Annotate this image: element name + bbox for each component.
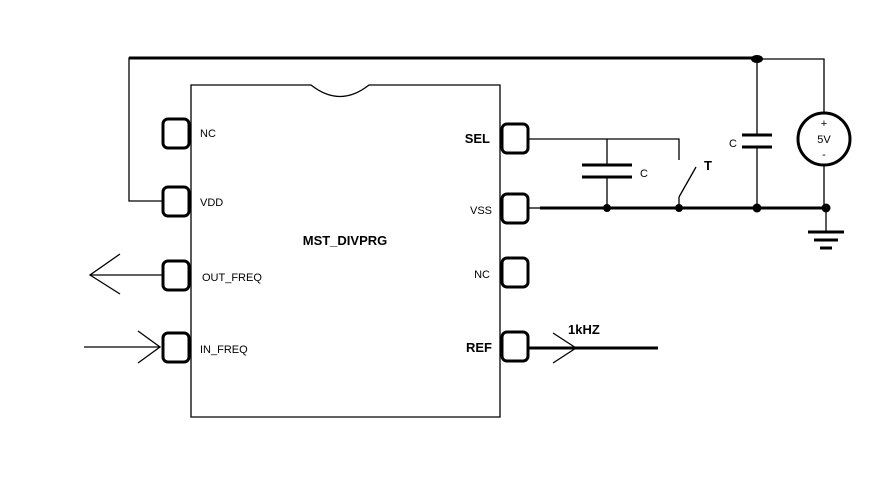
pin-label-nc-right: NC <box>474 269 490 281</box>
vdd-wire <box>128 57 757 202</box>
out-freq-arrowhead <box>88 253 121 295</box>
junction-switch <box>675 204 683 212</box>
cap2-label: C <box>729 138 737 150</box>
pin-label-vdd: VDD <box>200 197 223 209</box>
chip-name: MST_DIVPRG <box>303 233 388 248</box>
pin-in-freq <box>161 331 191 364</box>
pin-out-freq <box>161 259 191 292</box>
pin-label-sel: SEL <box>465 131 490 146</box>
source-value: 5V <box>817 134 831 146</box>
ref-freq-label: 1kHZ <box>568 322 600 337</box>
pin-nc-right <box>500 256 530 289</box>
chip-body <box>190 84 501 418</box>
switch-blade <box>678 166 697 198</box>
pin-vss <box>500 192 530 225</box>
pin-label-out-freq: OUT_FREQ <box>202 272 262 284</box>
pin-label-ref: REF <box>466 340 492 355</box>
ref-arrowhead <box>552 332 578 364</box>
pin-label-in-freq: IN_FREQ <box>200 344 248 356</box>
pin-nc-left <box>161 117 191 150</box>
sel-wire <box>528 138 680 160</box>
junction-cap1 <box>603 204 611 212</box>
pin-label-vss: VSS <box>470 205 492 217</box>
source-minus: - <box>822 149 826 161</box>
pin-ref <box>500 330 530 363</box>
source-plus: + <box>821 118 827 130</box>
pin-vdd <box>161 185 191 218</box>
pin-sel <box>500 122 530 155</box>
source-top-wire <box>757 58 825 113</box>
junction-cap2 <box>752 203 762 213</box>
in-freq-arrowhead <box>137 330 162 364</box>
cap1-label: C <box>640 168 648 180</box>
pin-label-nc-left: NC <box>200 128 216 140</box>
switch-label: T <box>704 158 712 173</box>
